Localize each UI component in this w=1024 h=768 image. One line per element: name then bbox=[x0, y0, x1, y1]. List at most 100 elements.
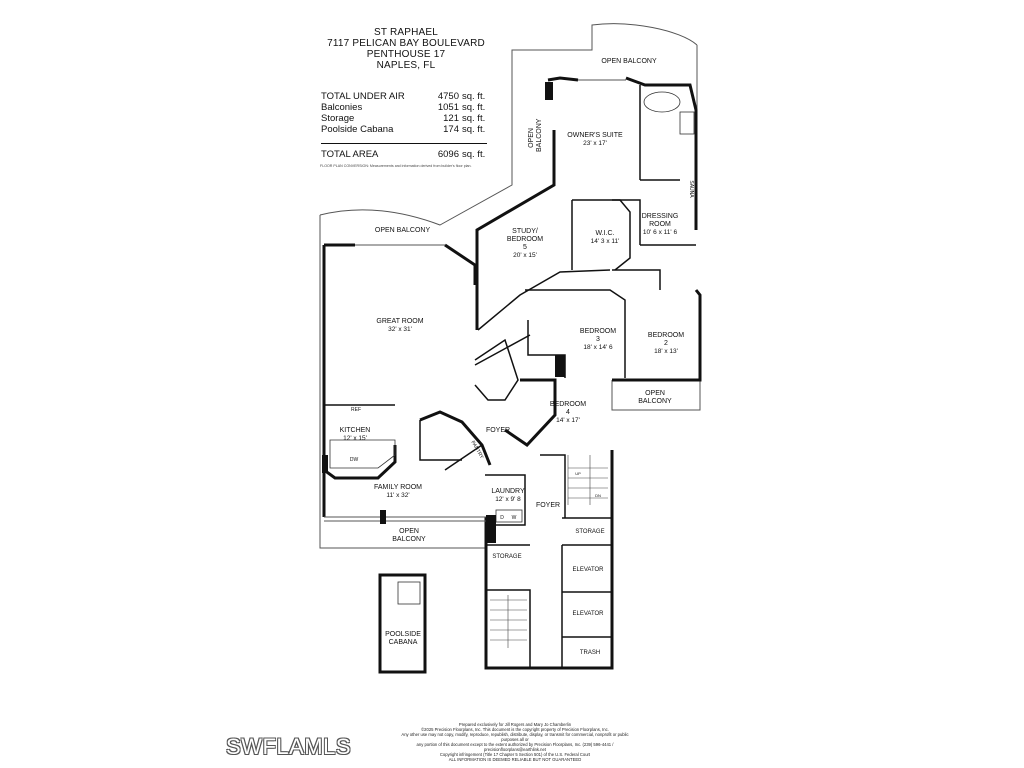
conversion-note: FLOOR PLAN CONVERSION: Measurements and … bbox=[320, 164, 472, 168]
area-label: TOTAL UNDER AIR bbox=[321, 91, 405, 102]
study-line2: BEDROOM bbox=[506, 236, 544, 243]
area-row: Balconies 1051 sq. ft. bbox=[321, 102, 491, 113]
storage-left-label: STORAGE bbox=[492, 554, 522, 560]
trash-label: TRASH bbox=[579, 650, 601, 656]
kitchen-name: KITCHEN bbox=[339, 427, 371, 434]
study-bedroom-label: STUDY/ BEDROOM 5 20' x 15' bbox=[495, 228, 555, 260]
great-room-dimensions: 32' x 31' bbox=[388, 326, 412, 333]
open-balcony-side-label: OPEN BALCONY bbox=[528, 118, 544, 152]
washer-label: W bbox=[511, 515, 517, 521]
area-value: 1051 bbox=[437, 102, 459, 113]
open-balcony-bottom-label: OPEN BALCONY bbox=[386, 528, 432, 544]
cabana-shower-icon bbox=[397, 581, 421, 605]
owners-suite-name: OWNER'S SUITE bbox=[567, 132, 623, 139]
credit-line-5: Copyright infringement (Title 17 Chapter… bbox=[439, 752, 591, 757]
header-address: 7117 PELICAN BAY BOULEVARD bbox=[327, 38, 485, 49]
elevator-1-label: ELEVATOR bbox=[572, 567, 604, 573]
solid-wall-blocks bbox=[322, 82, 565, 543]
area-label: Balconies bbox=[321, 102, 363, 113]
laundry-dimensions: 12' x 9' 8 bbox=[495, 496, 521, 503]
area-value: 174 bbox=[443, 124, 459, 135]
area-table: TOTAL UNDER AIR 4750 sq. ft. Balconies 1… bbox=[321, 91, 491, 171]
great-room-name: GREAT ROOM bbox=[376, 318, 424, 325]
family-room-dimensions: 11' x 32' bbox=[386, 492, 410, 499]
credit-line-1: Prepared exclusively for Jill Rogers and… bbox=[458, 722, 572, 727]
open-balcony-right-line2: BALCONY bbox=[638, 398, 672, 405]
kitchen-dimensions: 12' x 15' bbox=[343, 435, 367, 442]
area-value: 121 bbox=[443, 113, 459, 124]
bedroom-4-dimensions: 14' x 17' bbox=[556, 417, 580, 424]
balcony-rail-lines bbox=[324, 79, 626, 522]
area-value: 4750 bbox=[437, 91, 459, 102]
total-value: 6096 bbox=[437, 149, 459, 160]
sauna-label: SAUNA bbox=[688, 180, 694, 198]
exterior-walls bbox=[322, 76, 702, 674]
open-balcony-top-label: OPEN BALCONY bbox=[601, 58, 657, 65]
family-room-label: FAMILY ROOM 11' x 32' bbox=[368, 484, 428, 500]
balcony-outlines bbox=[319, 23, 701, 549]
bedroom-2-line1: BEDROOM bbox=[647, 332, 685, 339]
kitchen-island-icon bbox=[329, 439, 396, 469]
dressing-room-line1: DRESSING bbox=[641, 213, 679, 220]
header-city: NAPLES, FL bbox=[376, 60, 436, 71]
area-label: Poolside Cabana bbox=[321, 124, 394, 135]
bedroom-4-label: BEDROOM 4 14' x 17' bbox=[538, 401, 598, 425]
property-header: ST RAPHAEL 7117 PELICAN BAY BOULEVARD PE… bbox=[316, 27, 496, 71]
bedroom-4-line2: 4 bbox=[566, 409, 570, 416]
cabana-line1: POOLSIDE bbox=[385, 631, 421, 638]
open-balcony-bottom-line2: BALCONY bbox=[392, 536, 426, 543]
total-unit: sq. ft. bbox=[462, 149, 486, 160]
mls-watermark: SWFLAMLS bbox=[226, 734, 352, 759]
bathtub-icon bbox=[643, 91, 681, 113]
bedroom-3-label: BEDROOM 3 18' x 14' 6 bbox=[568, 328, 628, 352]
open-balcony-bottom-line1: OPEN bbox=[399, 528, 419, 535]
area-unit: sq. ft. bbox=[462, 91, 486, 102]
area-row: TOTAL UNDER AIR 4750 sq. ft. bbox=[321, 91, 491, 102]
owners-suite-label: OWNER'S SUITE 23' x 17' bbox=[560, 132, 630, 148]
fixtures bbox=[329, 91, 695, 605]
bedroom-2-label: BEDROOM 2 18' x 13' bbox=[636, 332, 696, 356]
bedroom-3-line2: 3 bbox=[596, 336, 600, 343]
open-balcony-side-line1: OPEN bbox=[528, 128, 535, 148]
foyer-elevator-label: FOYER bbox=[535, 502, 561, 509]
copyright-notice: Prepared exclusively for Jill Rogers and… bbox=[395, 722, 635, 762]
credit-line-3: Any other use may not copy, modify, repr… bbox=[401, 732, 629, 742]
poolside-cabana-label: POOLSIDE CABANA bbox=[381, 631, 425, 647]
study-dimensions: 20' x 15' bbox=[513, 252, 537, 259]
laundry-label: LAUNDRY 12' x 9' 8 bbox=[488, 488, 528, 504]
great-room-label: GREAT ROOM 32' x 31' bbox=[365, 318, 435, 334]
open-balcony-side-line2: BALCONY bbox=[536, 118, 543, 152]
study-line1: STUDY/ bbox=[512, 228, 538, 235]
dressing-room-label: DRESSING ROOM 10' 6 x 11' 6 bbox=[630, 213, 690, 237]
area-row: Storage 121 sq. ft. bbox=[321, 113, 491, 124]
foyer-main-label: FOYER bbox=[485, 427, 511, 434]
bedroom-2-line2: 2 bbox=[664, 340, 668, 347]
area-unit: sq. ft. bbox=[462, 124, 486, 135]
stairs bbox=[490, 455, 608, 648]
open-balcony-right-label: OPEN BALCONY bbox=[630, 390, 680, 406]
open-balcony-great-label: OPEN BALCONY bbox=[374, 227, 431, 234]
shower-icon bbox=[679, 111, 695, 135]
wic-dimensions: 14' 3 x 11' bbox=[590, 238, 620, 245]
total-row: TOTAL AREA 6096 sq. ft. bbox=[321, 149, 491, 160]
dressing-room-line2: ROOM bbox=[649, 221, 671, 228]
open-balcony-right-line1: OPEN bbox=[645, 390, 665, 397]
area-label: Storage bbox=[321, 113, 355, 124]
wic-name: W.I.C. bbox=[595, 230, 615, 237]
refrigerator-label: REF bbox=[351, 407, 361, 413]
header-unit: PENTHOUSE 17 bbox=[366, 49, 446, 60]
area-unit: sq. ft. bbox=[462, 102, 486, 113]
area-unit: sq. ft. bbox=[462, 113, 486, 124]
bedroom-4-line1: BEDROOM bbox=[549, 401, 587, 408]
credit-line-6: ALL INFORMATION IS DEEMED RELIABLE BUT N… bbox=[448, 757, 582, 762]
laundry-name: LAUNDRY bbox=[491, 488, 525, 495]
bedroom-3-dimensions: 18' x 14' 6 bbox=[583, 344, 613, 351]
area-row: Poolside Cabana 174 sq. ft. bbox=[321, 124, 491, 135]
owners-suite-dimensions: 23' x 17' bbox=[583, 140, 607, 147]
dryer-label: D bbox=[500, 515, 504, 521]
header-building: ST RAPHAEL bbox=[373, 27, 439, 38]
stair-up-label: UP bbox=[575, 471, 581, 476]
bedroom-3-line1: BEDROOM bbox=[579, 328, 617, 335]
dressing-room-dimensions: 10' 6 x 11' 6 bbox=[642, 229, 678, 236]
